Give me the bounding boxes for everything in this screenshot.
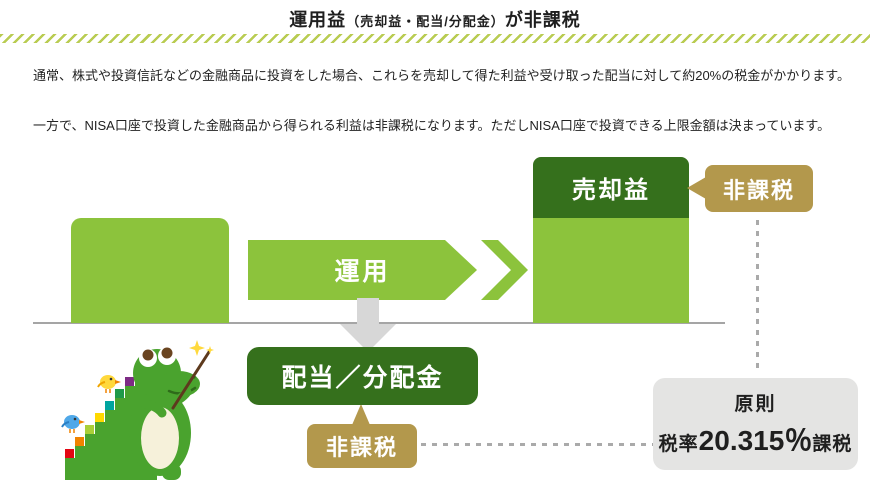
title-paren: （売却益・配当/分配金） xyxy=(346,14,505,29)
operation-arrow-label: 運用 xyxy=(334,258,391,286)
dotted-line-vertical xyxy=(756,220,759,372)
intro-paragraph-1: 通常、株式や投資信託などの金融商品に投資をした場合、これらを売却して得た利益や受… xyxy=(33,68,850,83)
stripe-divider xyxy=(0,34,870,43)
dotted-line-horizontal xyxy=(421,443,653,446)
title-main-right: が非課税 xyxy=(504,10,581,30)
title-main-left: 運用益 xyxy=(289,10,347,30)
tax-rule-suffix: 課税 xyxy=(812,434,853,455)
intro-paragraph-2: 一方で、NISA口座で投資した金融商品から得られる利益は非課税になります。ただし… xyxy=(33,118,831,133)
sale-gain-bar xyxy=(533,218,689,323)
tax-rule-line1: 原則 xyxy=(734,394,777,415)
tax-free-badge-top: 非課税 xyxy=(705,165,813,212)
tax-rule-rate: 20.315％ xyxy=(698,425,813,456)
tax-rule-line2: 税率20.315％課税 xyxy=(659,419,853,459)
principal-bar xyxy=(71,218,229,323)
down-arrow-icon xyxy=(340,298,396,352)
tax-free-badge-bottom-tail xyxy=(352,404,370,425)
page-title: 運用益（売却益・配当/分配金）が非課税 xyxy=(0,6,870,32)
crocodile-mascot-icon xyxy=(61,340,214,480)
sale-gain-header: 売却益 xyxy=(533,157,689,218)
tax-rule-box: 原則 税率20.315％課税 xyxy=(653,378,858,470)
operation-arrow xyxy=(248,240,528,300)
dividend-box: 配当／分配金 xyxy=(247,347,478,405)
tax-free-badge-top-tail xyxy=(687,177,706,199)
tax-free-badge-bottom: 非課税 xyxy=(307,424,417,468)
tax-rule-prefix: 税率 xyxy=(658,434,699,455)
